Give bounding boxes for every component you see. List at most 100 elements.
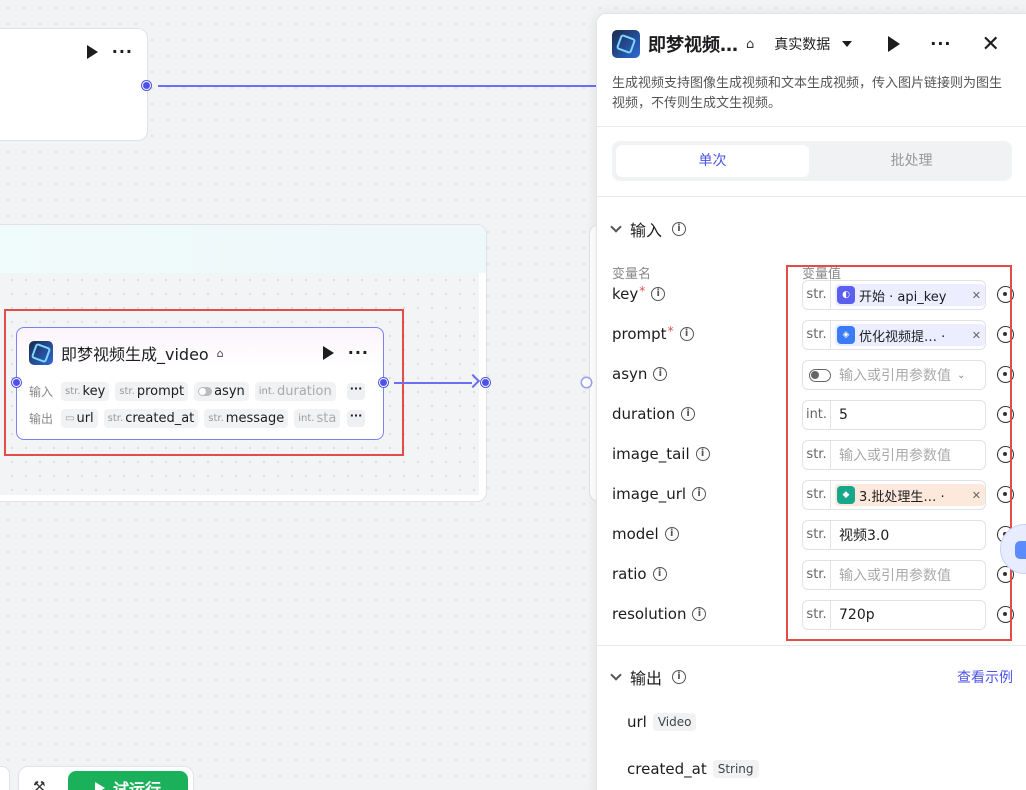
reference-text: 开始 · api_key bbox=[859, 289, 947, 305]
required-mark: * bbox=[639, 284, 646, 298]
inputs-label: 输入 bbox=[29, 385, 54, 399]
reference-target-icon[interactable] bbox=[997, 406, 1014, 423]
info-icon[interactable]: i bbox=[679, 327, 694, 341]
placeholder-text: 输入或引用参数值 bbox=[839, 448, 951, 464]
output-port[interactable] bbox=[142, 81, 151, 90]
column-header-value: 变量值 bbox=[802, 267, 842, 282]
info-icon[interactable]: i bbox=[681, 407, 696, 421]
input-port[interactable] bbox=[582, 378, 591, 387]
remove-icon[interactable]: ✕ bbox=[971, 288, 981, 302]
run-icon[interactable] bbox=[888, 36, 901, 52]
run-node-icon[interactable] bbox=[86, 45, 98, 59]
reference-target-icon[interactable] bbox=[997, 286, 1014, 303]
info-icon[interactable]: i bbox=[695, 447, 710, 461]
param-row-image-tail: image_tail i str. 输入或引用参数值 bbox=[612, 440, 1014, 470]
remove-icon[interactable]: ✕ bbox=[971, 488, 981, 502]
type-badge: str. bbox=[803, 441, 831, 469]
output-tag-url: ▭url bbox=[61, 409, 98, 428]
param-name: ratio bbox=[612, 565, 647, 583]
reference-chip[interactable]: ◆ 3.批处理生… · ✕ bbox=[835, 484, 985, 506]
column-header-name: 变量名 bbox=[612, 267, 652, 282]
run-node-icon[interactable] bbox=[322, 346, 334, 360]
reference-chip[interactable]: ◈ 优化视频提… · ✕ bbox=[835, 324, 985, 346]
param-name: model bbox=[612, 525, 659, 543]
info-icon[interactable]: i bbox=[692, 607, 707, 621]
reference-target-icon[interactable] bbox=[997, 486, 1014, 503]
node-output-port[interactable] bbox=[379, 378, 388, 387]
param-value-field[interactable]: str. 视频3.0 bbox=[802, 520, 986, 550]
info-icon[interactable]: i bbox=[664, 527, 679, 541]
param-row-duration: duration i int. 5 bbox=[612, 400, 1014, 430]
reference-text: 优化视频提… · bbox=[859, 329, 946, 345]
more-options-icon[interactable]: ··· bbox=[111, 42, 133, 61]
chevron-down-icon[interactable] bbox=[610, 221, 622, 233]
reference-target-icon[interactable] bbox=[997, 366, 1014, 383]
output-name: created_at bbox=[627, 760, 707, 778]
close-icon[interactable]: ✕ bbox=[981, 31, 1000, 57]
tab-batch[interactable]: 批处理 bbox=[890, 153, 933, 169]
node-config-panel: 即梦视频… ⌂ 真实数据 ··· ✕ 生成视频支持图像生成视频和文本生成视频，传… bbox=[596, 13, 1026, 790]
debug-wrench-icon[interactable]: ⚒ bbox=[33, 779, 46, 790]
test-run-button[interactable]: 试运行 bbox=[68, 771, 188, 790]
reference-chip[interactable]: ◐ 开始 · api_key ✕ bbox=[835, 284, 985, 306]
placeholder-text: 输入或引用参数值 bbox=[839, 368, 951, 384]
param-value-field[interactable]: str. 720p bbox=[802, 600, 986, 630]
input-tag-asyn: asyn bbox=[194, 382, 249, 401]
info-icon[interactable]: i bbox=[652, 567, 667, 581]
reference-target-icon[interactable] bbox=[997, 446, 1014, 463]
reference-target-icon[interactable] bbox=[997, 566, 1014, 583]
node-outputs-row: 输出 ▭url str.created_at str.message int.s… bbox=[29, 409, 341, 428]
param-value-field[interactable]: str. ◆ 3.批处理生… · ✕ bbox=[802, 480, 986, 510]
info-icon[interactable]: i bbox=[653, 367, 668, 381]
param-value-field[interactable]: str. 输入或引用参数值 bbox=[802, 440, 986, 470]
param-value-field[interactable]: 输入或引用参数值 ⌄ bbox=[802, 360, 986, 390]
chevron-down-icon[interactable] bbox=[610, 669, 622, 681]
tab-single[interactable]: 单次 bbox=[616, 145, 809, 177]
placeholder-text: 输入或引用参数值 bbox=[839, 568, 951, 584]
view-example-link[interactable]: 查看示例 bbox=[957, 670, 1013, 686]
remove-icon[interactable]: ✕ bbox=[971, 328, 981, 342]
chevron-down-icon[interactable]: ⌄ bbox=[957, 369, 966, 381]
outputs-label: 输出 bbox=[29, 412, 54, 426]
param-name: image_tail bbox=[612, 445, 690, 463]
more-options-icon[interactable]: ··· bbox=[347, 343, 369, 362]
param-name: duration bbox=[612, 405, 676, 423]
test-run-label: 试运行 bbox=[112, 780, 161, 790]
param-name: asyn bbox=[612, 365, 648, 383]
data-mode-select[interactable]: 真实数据 bbox=[774, 37, 831, 53]
info-icon[interactable]: i bbox=[651, 287, 666, 301]
folder-icon: ▭ bbox=[65, 413, 75, 424]
more-inputs-button[interactable]: ··· bbox=[347, 383, 365, 400]
type-badge: str. bbox=[803, 321, 831, 349]
input-section-header[interactable]: 输入 i bbox=[610, 217, 687, 241]
info-icon[interactable]: i bbox=[672, 670, 687, 684]
info-icon[interactable]: i bbox=[692, 487, 707, 501]
workflow-node-start[interactable]: ··· bbox=[0, 28, 148, 141]
output-field-created-at: created_at String bbox=[627, 760, 759, 778]
more-outputs-button[interactable]: ··· bbox=[347, 410, 365, 427]
param-value: 720p bbox=[839, 607, 875, 623]
param-value-field[interactable]: str. 输入或引用参数值 bbox=[802, 560, 986, 590]
node-input-port[interactable] bbox=[12, 378, 21, 387]
toolbar-left-stub[interactable] bbox=[0, 766, 10, 790]
param-name: prompt bbox=[612, 325, 667, 343]
more-options-icon[interactable]: ··· bbox=[930, 34, 952, 53]
param-row-key: key*i str. ◐ 开始 · api_key ✕ bbox=[612, 280, 1014, 310]
chevron-down-icon[interactable] bbox=[842, 41, 853, 47]
info-icon[interactable]: i bbox=[672, 222, 687, 236]
param-value-field[interactable]: str. ◈ 优化视频提… · ✕ bbox=[802, 320, 986, 350]
type-badge: str. bbox=[803, 481, 831, 509]
batch-output-port[interactable] bbox=[481, 378, 490, 387]
input-tag-prompt: str.prompt bbox=[115, 382, 189, 401]
toggle-switch[interactable] bbox=[809, 368, 831, 382]
param-value-field[interactable]: int. 5 bbox=[802, 400, 986, 430]
output-section-header[interactable]: 输出 i bbox=[610, 665, 687, 689]
param-value-field[interactable]: str. ◐ 开始 · api_key ✕ bbox=[802, 280, 986, 310]
reference-target-icon[interactable] bbox=[997, 606, 1014, 623]
video-generation-node[interactable]: 即梦视频生成_video ⌂ ··· 输入 str.key str.prompt… bbox=[16, 327, 384, 440]
required-mark: * bbox=[667, 324, 674, 338]
reference-target-icon[interactable] bbox=[997, 326, 1014, 343]
